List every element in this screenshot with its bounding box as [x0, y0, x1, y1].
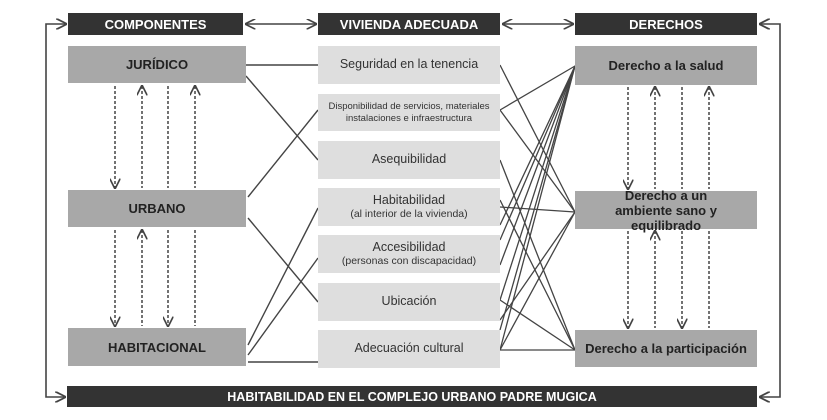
header-housing: VIVIENDA ADECUADA — [318, 13, 500, 35]
footer-bar: HABITABILIDAD EN EL COMPLEJO URBANO PADR… — [67, 386, 757, 407]
connector-line — [499, 109, 576, 213]
connector-line — [499, 65, 576, 331]
component-juridico: JURÍDICO — [68, 46, 246, 83]
housing-label: Seguridad en la tenencia — [339, 57, 479, 72]
right-salud: Derecho a la salud — [575, 46, 757, 85]
housing-adecuacion: Adecuación cultural — [318, 330, 500, 368]
loop-arrow — [760, 24, 781, 397]
housing-ubicacion: Ubicación — [318, 283, 500, 321]
connector-line — [499, 299, 576, 351]
connector-line — [499, 65, 576, 226]
housing-sub: (al interior de la vivienda) — [350, 208, 468, 221]
connector-line — [499, 65, 576, 301]
housing-label: Accesibilidad — [372, 239, 446, 254]
connector-line — [499, 65, 576, 266]
connector-line — [247, 257, 319, 356]
component-urbano: URBANO — [68, 190, 246, 227]
housing-label: Ubicación — [381, 294, 437, 309]
connector-line — [247, 207, 319, 346]
connector-line — [247, 109, 319, 198]
header-components: COMPONENTES — [68, 13, 243, 35]
housing-accesibilidad: Accesibilidad(personas con discapacidad) — [318, 235, 500, 273]
connector-line — [499, 65, 576, 241]
housing-sub: (personas con discapacidad) — [341, 255, 477, 268]
connector-line — [499, 159, 576, 351]
connector-line — [499, 211, 576, 351]
housing-seguridad: Seguridad en la tenencia — [318, 46, 500, 84]
housing-label: Disponibilidad de servicios, materiales — [328, 100, 490, 112]
header-rights: DERECHOS — [575, 13, 757, 35]
housing-label: Adecuación cultural — [354, 341, 464, 356]
housing-label: Asequibilidad — [371, 152, 447, 167]
component-habitacional: HABITACIONAL — [68, 328, 246, 366]
connector-line — [247, 217, 319, 303]
right-participacion: Derecho a la participación — [575, 330, 757, 367]
housing-asequibilidad: Asequibilidad — [318, 141, 500, 179]
housing-label: Habitabilidad — [372, 192, 446, 207]
loop-arrow — [45, 24, 66, 397]
right-ambiente: Derecho a un ambiente sano y equilibrado — [575, 188, 757, 233]
housing-sub: instalaciones e infraestructura — [345, 112, 473, 124]
connector-line — [499, 64, 576, 213]
connector-line — [499, 211, 576, 321]
housing-habitabilidad: Habitabilidad(al interior de la vivienda… — [318, 188, 500, 226]
connector-line — [499, 65, 576, 111]
connector-line — [245, 75, 319, 161]
connector-line — [499, 199, 576, 351]
